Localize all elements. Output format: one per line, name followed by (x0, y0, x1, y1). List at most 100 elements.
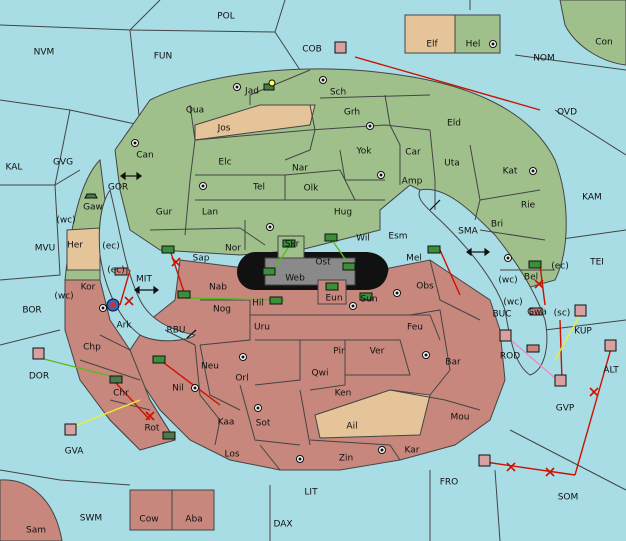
army-unit[interactable] (263, 79, 276, 91)
province-label: Sam (26, 526, 46, 536)
supply-center (422, 351, 430, 359)
move-orders (114, 56, 613, 476)
fleet-unit[interactable] (574, 304, 587, 317)
supply-centers (99, 40, 537, 463)
sea-label: COB (302, 45, 322, 55)
failed-markers (124, 257, 599, 477)
province-label: Tel (252, 183, 265, 193)
orn-province (171, 489, 215, 531)
army-unit[interactable] (359, 292, 373, 301)
capital-marker[interactable] (106, 298, 120, 312)
army-unit[interactable] (427, 245, 441, 254)
supply-center (393, 289, 401, 297)
province-label: Nog (213, 305, 231, 315)
fleet-unit[interactable] (554, 374, 567, 387)
supply-center (199, 182, 207, 190)
supply-center (504, 254, 512, 262)
province-label: Zin (339, 454, 353, 464)
fleet-unit[interactable] (499, 329, 512, 342)
supply-center (296, 455, 304, 463)
province-label: Car (405, 148, 421, 158)
coast-tag: (ec) (551, 262, 569, 272)
province-label: Chr (113, 389, 129, 399)
army-unit[interactable] (528, 260, 542, 269)
province-label: Nar (292, 164, 308, 174)
sea-label: Con (595, 38, 613, 48)
army-unit[interactable] (269, 296, 283, 305)
army-unit[interactable] (529, 307, 543, 316)
province-label: Bar (445, 358, 461, 368)
sea-label: GVA (65, 447, 85, 457)
province-label: Nab (209, 283, 227, 293)
coast-tag: (wc) (56, 216, 75, 226)
sea-label: ALT (603, 366, 619, 376)
sea-label: ROD (500, 352, 520, 362)
army-unit[interactable] (162, 431, 176, 440)
army-unit[interactable] (282, 239, 296, 248)
province-label: Yok (355, 147, 372, 157)
fleet-unit[interactable] (84, 193, 98, 199)
sea-label: SWM (80, 514, 102, 524)
province-label: Rot (145, 424, 160, 434)
province-label: Rie (521, 201, 536, 211)
supply-center (366, 122, 374, 130)
province-label: Amp (402, 177, 423, 187)
province-label: Kat (503, 167, 518, 177)
supply-center (319, 76, 327, 84)
supply-center (377, 171, 385, 179)
supply-center (378, 446, 386, 454)
province-label: Kaa (218, 418, 235, 428)
province-label: Uta (444, 159, 460, 169)
province-label: Ost (315, 258, 331, 268)
army-unit[interactable] (161, 245, 175, 254)
province-label: Pir (333, 347, 345, 357)
province-label: Eun (325, 294, 342, 304)
fleet-unit[interactable] (334, 41, 347, 54)
sea-label: BOR (22, 306, 41, 316)
province-label: Mel (406, 254, 422, 264)
convoy-orders (69, 314, 581, 429)
army-unit[interactable] (152, 355, 166, 364)
sea-label: KAL (6, 163, 23, 173)
province-label: Kor (81, 283, 96, 293)
province-label: Wil (356, 234, 370, 244)
hold-order (504, 334, 556, 379)
mou-province (314, 389, 431, 439)
fleet-unit[interactable] (32, 347, 45, 360)
army-unit[interactable] (177, 290, 191, 299)
army-unit[interactable] (109, 375, 123, 384)
province-label: Elc (218, 158, 231, 168)
sea-label: KAM (582, 193, 602, 203)
east-bay (418, 188, 548, 376)
army-unit[interactable] (114, 267, 128, 276)
fleet-unit[interactable] (478, 454, 491, 467)
province-label: Nor (225, 244, 241, 254)
sea-label: FRO (440, 478, 459, 488)
supply-center (99, 304, 107, 312)
province-label: Cow (139, 515, 158, 525)
fleet-unit[interactable] (64, 423, 77, 436)
army-unit[interactable] (342, 262, 356, 271)
army-unit[interactable] (325, 282, 339, 291)
province-label: Olk (304, 184, 320, 194)
province-label: Chp (83, 343, 101, 353)
coast-tag: (wc) (54, 292, 73, 302)
sea-label: DOR (29, 372, 49, 382)
web-province (264, 257, 356, 286)
sea-label: LIT (304, 488, 318, 498)
province-label: Ark (116, 321, 132, 331)
province-label: Feu (407, 323, 423, 333)
province-label: Mou (451, 413, 470, 423)
supply-center (349, 302, 357, 310)
sea-label: GVG (53, 158, 73, 168)
units[interactable] (32, 41, 617, 467)
province-label: Elf (426, 40, 438, 50)
army-unit[interactable] (262, 267, 276, 276)
fleet-unit[interactable] (604, 339, 617, 352)
sea-label: BUC (492, 310, 511, 320)
army-unit[interactable] (324, 233, 338, 242)
province-label: Qwi (312, 369, 329, 379)
province-label: Sch (330, 88, 346, 98)
army-unit[interactable] (526, 344, 540, 353)
